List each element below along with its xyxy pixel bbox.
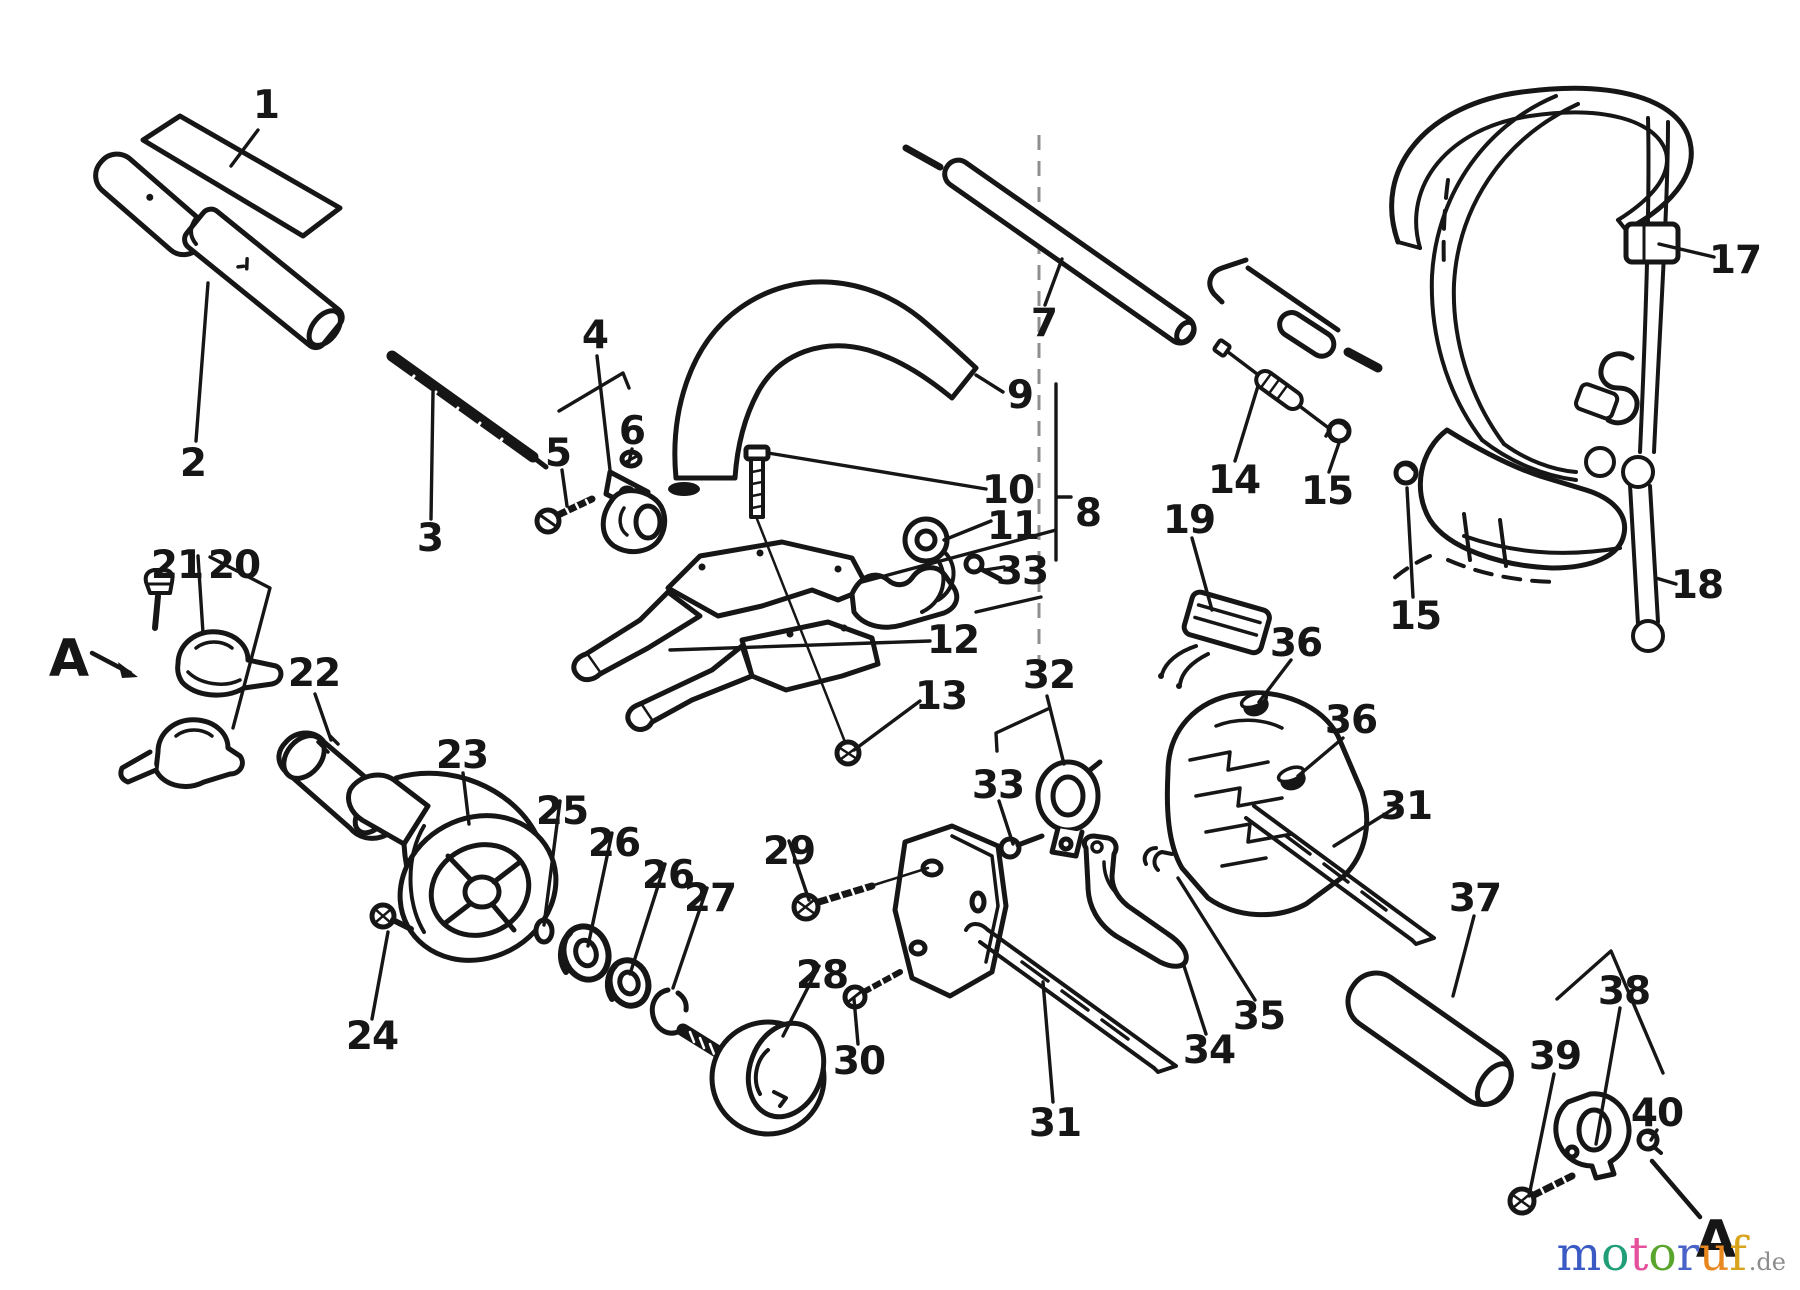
loop-handle-drawing bbox=[668, 279, 979, 496]
part-label-5: 5 bbox=[545, 431, 571, 476]
clutch-drum-drawing bbox=[676, 1019, 827, 1137]
part-label-7: 7 bbox=[1031, 301, 1057, 346]
rear-handle-housing-drawing bbox=[998, 690, 1436, 946]
view-label-A-right: A bbox=[1696, 1210, 1736, 1270]
leader-lines bbox=[89, 128, 1716, 1220]
front-bracket-drawing bbox=[791, 823, 1178, 1074]
grip-tube-drawing bbox=[93, 151, 345, 351]
part-label-13: 13 bbox=[915, 674, 967, 719]
cable-clamp-drawing bbox=[1035, 759, 1103, 859]
watermark-letter: u bbox=[1699, 1227, 1730, 1282]
decal-strip-drawing bbox=[140, 113, 343, 239]
view-label-A-left: A bbox=[49, 629, 89, 689]
part-label-28: 28 bbox=[796, 953, 848, 998]
part-label-32: 32 bbox=[1023, 653, 1075, 698]
part-label-31a: 31 bbox=[1380, 784, 1432, 829]
part-label-36a: 36 bbox=[1270, 621, 1322, 666]
watermark-letter: t bbox=[1629, 1227, 1649, 1282]
watermark-letter: m bbox=[1556, 1227, 1602, 1282]
watermark-suffix: .de bbox=[1748, 1248, 1786, 1276]
part-label-33a: 33 bbox=[996, 549, 1048, 594]
part-label-37: 37 bbox=[1449, 876, 1501, 921]
part-label-8: 8 bbox=[1075, 491, 1101, 536]
part-label-6: 6 bbox=[619, 409, 645, 454]
harness-drawing bbox=[1388, 85, 1694, 653]
switch-drawing bbox=[1158, 589, 1272, 689]
part-label-33b: 33 bbox=[972, 763, 1024, 808]
part-label-19: 19 bbox=[1163, 498, 1215, 543]
part-label-26b: 26 bbox=[642, 853, 694, 898]
part-label-23: 23 bbox=[436, 733, 488, 778]
part-label-4: 4 bbox=[582, 313, 608, 358]
part-label-38: 38 bbox=[1598, 969, 1650, 1014]
part-label-31b: 31 bbox=[1029, 1101, 1081, 1146]
part-label-14: 14 bbox=[1208, 458, 1260, 503]
part-label-27: 27 bbox=[684, 876, 736, 921]
clutch-housing-drawing bbox=[346, 770, 559, 963]
tube-clamp-drawing bbox=[1507, 1091, 1663, 1216]
part-label-3: 3 bbox=[417, 516, 443, 561]
watermark-letter: r bbox=[1676, 1227, 1700, 1282]
part-label-9: 9 bbox=[1007, 373, 1033, 418]
part-label-26a: 26 bbox=[588, 821, 640, 866]
part-label-12: 12 bbox=[927, 618, 979, 663]
part-label-40: 40 bbox=[1631, 1091, 1683, 1136]
part-label-21: 21 bbox=[151, 543, 203, 588]
part-label-24: 24 bbox=[346, 1014, 398, 1059]
part-label-29: 29 bbox=[763, 829, 815, 874]
part-label-34: 34 bbox=[1183, 1028, 1235, 1073]
part-label-2: 2 bbox=[180, 441, 206, 486]
watermark-letter: o bbox=[1648, 1227, 1677, 1282]
part-label-11: 11 bbox=[987, 504, 1039, 549]
part-label-22: 22 bbox=[288, 651, 340, 696]
part-label-35: 35 bbox=[1233, 994, 1285, 1039]
part-label-1: 1 bbox=[253, 83, 279, 128]
part-label-15a: 15 bbox=[1301, 469, 1353, 514]
shaft-clamp-drawing bbox=[534, 449, 668, 555]
watermark-letter: f bbox=[1729, 1227, 1747, 1282]
handle-mount-drawing bbox=[571, 444, 1003, 767]
part-label-18: 18 bbox=[1671, 563, 1723, 608]
watermark-word: motoruf bbox=[1557, 1227, 1747, 1282]
watermark-letter: o bbox=[1601, 1227, 1630, 1282]
flexible-shaft-drawing bbox=[386, 350, 549, 470]
rear-grip-tube-drawing bbox=[1345, 970, 1514, 1107]
housing-screw-drawing bbox=[369, 902, 414, 932]
part-label-39: 39 bbox=[1529, 1034, 1581, 1079]
part-label-17: 17 bbox=[1709, 238, 1761, 283]
part-label-36b: 36 bbox=[1325, 698, 1377, 743]
clamp-halves-drawing bbox=[118, 568, 284, 789]
part-label-10: 10 bbox=[982, 468, 1034, 513]
part-label-15b: 15 bbox=[1389, 594, 1441, 639]
bearing-set-drawing bbox=[533, 917, 689, 1036]
throttle-cable-drawing bbox=[1207, 257, 1419, 486]
part-label-20: 20 bbox=[208, 543, 260, 588]
part-label-30: 30 bbox=[833, 1039, 885, 1084]
part-label-25: 25 bbox=[536, 789, 588, 834]
watermark: motoruf .de bbox=[1557, 1227, 1786, 1282]
throttle-trigger-drawing bbox=[1081, 833, 1189, 969]
